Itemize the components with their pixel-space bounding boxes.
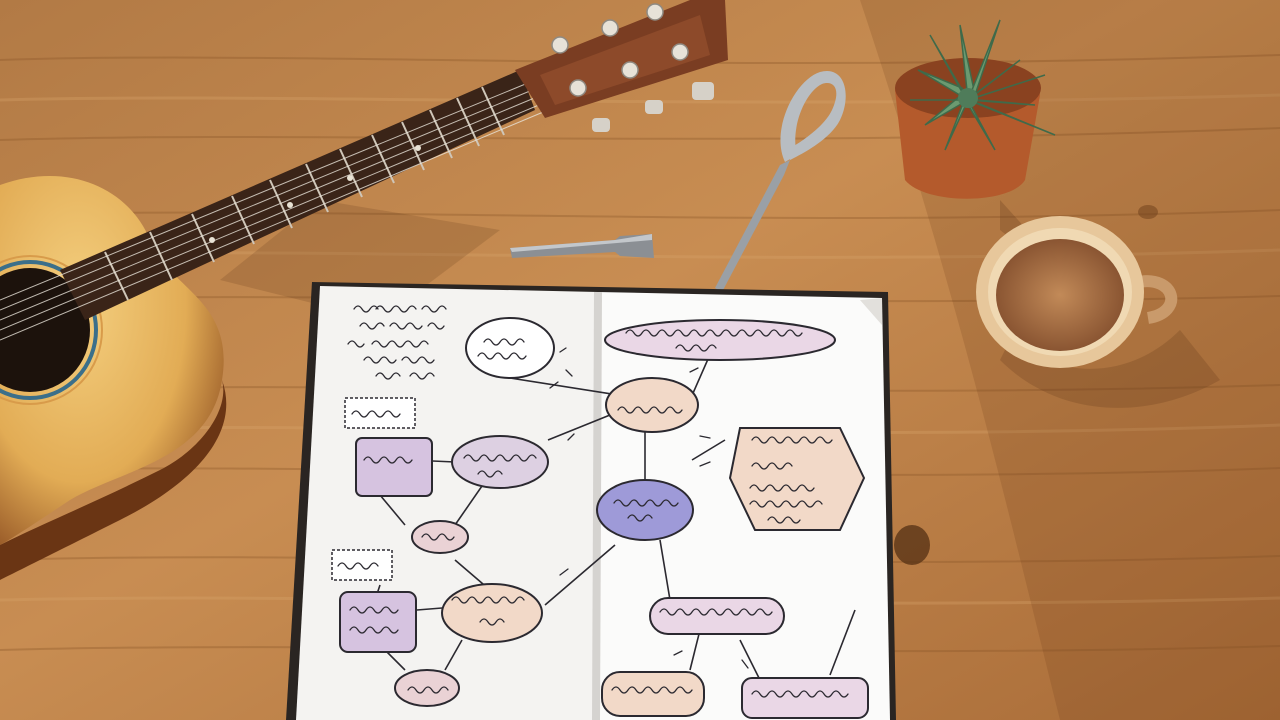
succulent (910, 19, 1056, 151)
acoustic-guitar (0, 0, 728, 580)
node-top-right-pill (604, 319, 836, 361)
node-left-box (355, 437, 433, 497)
node-mid-left-oval (451, 435, 549, 489)
node-lower-right-pill (649, 597, 785, 635)
node-bottom-left-oval (394, 669, 460, 707)
succulent-pot (895, 19, 1090, 300)
coffee (996, 239, 1124, 351)
capo (510, 234, 654, 258)
node-lower-left-box (339, 591, 417, 653)
node-lower-center-oval (441, 583, 543, 643)
node-label-box-lower (331, 549, 393, 581)
open-notebook (286, 282, 896, 720)
node-small-pink (411, 520, 469, 554)
node-center-peach (605, 377, 699, 433)
soundhole (0, 268, 90, 392)
node-label-box-left (344, 397, 416, 429)
node-bottom-center-pill (601, 671, 705, 717)
handwriting-scribbles (337, 305, 849, 698)
fretboard (60, 70, 535, 320)
node-hexagon (728, 427, 866, 531)
wood-knot (894, 525, 930, 565)
coffee-mug (976, 216, 1220, 408)
node-bottom-right-box (741, 677, 869, 719)
node-purple-oval (596, 479, 694, 541)
allen-key (715, 70, 846, 292)
node-top-circle (465, 317, 555, 379)
mind-map (374, 349, 856, 681)
